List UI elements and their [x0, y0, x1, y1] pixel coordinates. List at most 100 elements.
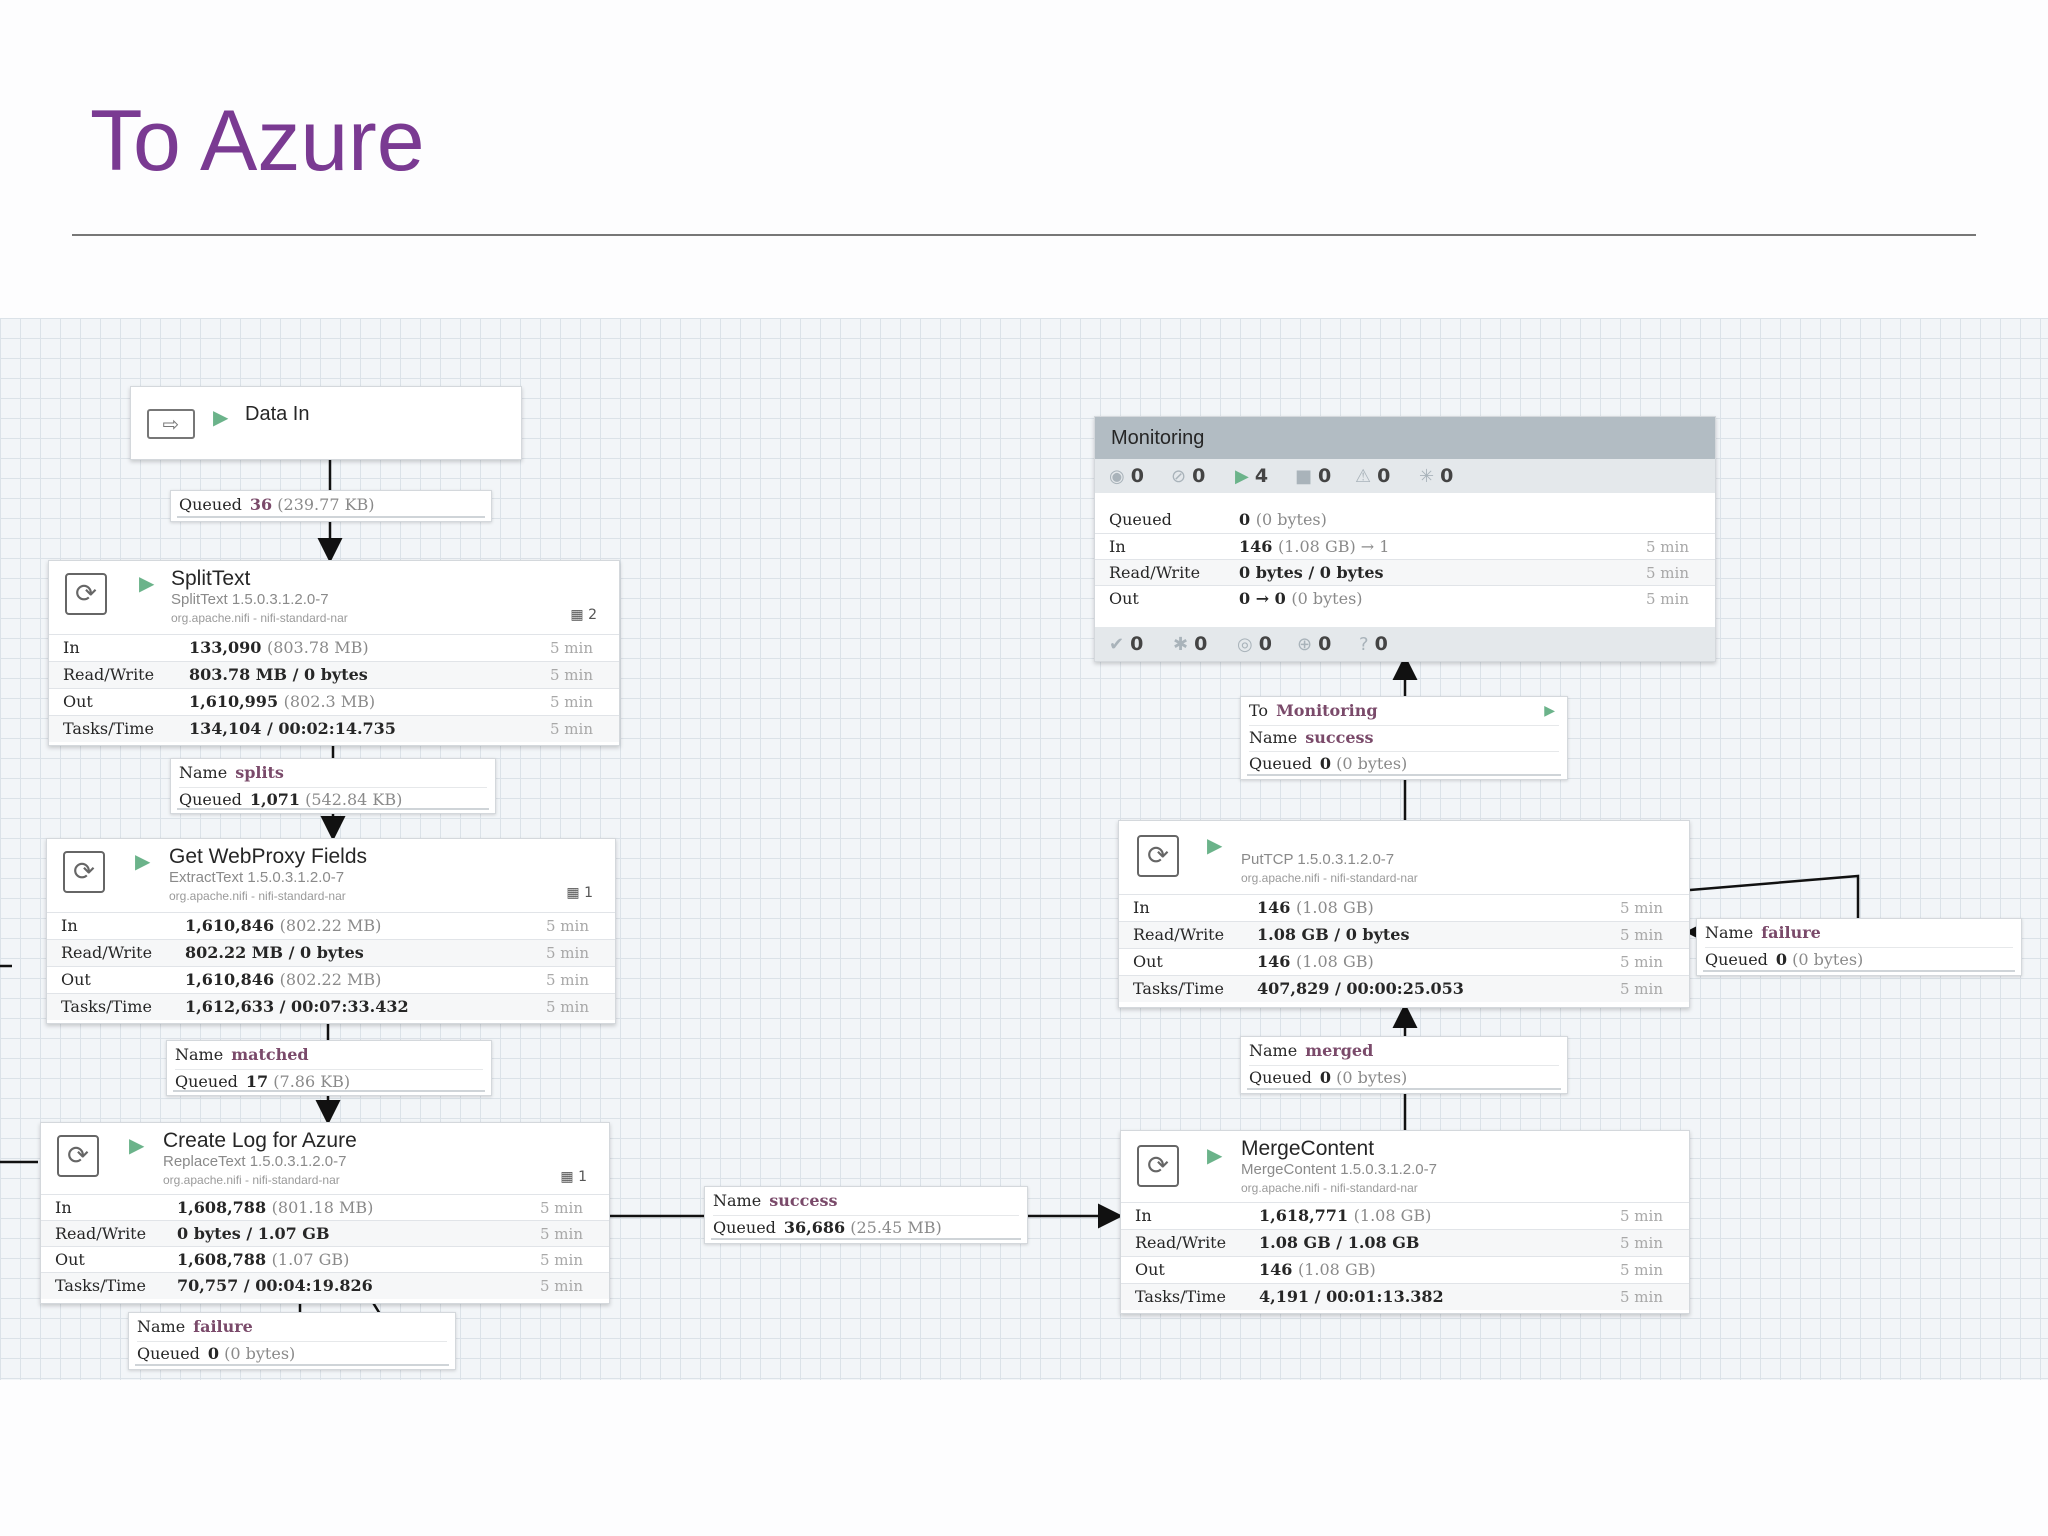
- stale-icon: ◎: [1237, 634, 1253, 655]
- warning-icon: ⚠: [1355, 466, 1372, 487]
- processor-get-webproxy-fields[interactable]: ⟳ ▶ Get WebProxy Fields ExtractText 1.5.…: [46, 838, 616, 1024]
- running-icon: ▶: [1207, 1143, 1223, 1167]
- modified-stale-count: ⊕0: [1297, 633, 1332, 655]
- locally-modified-count: ✱0: [1173, 633, 1208, 655]
- active-tasks: ▦ 1: [566, 885, 593, 901]
- transmitting-count: ◉0: [1109, 465, 1144, 487]
- slide-title: To Azure: [90, 93, 425, 189]
- active-tasks-count: 2: [588, 607, 597, 623]
- running-icon: ▶: [139, 571, 155, 595]
- processor-name: Create Log for Azure: [163, 1129, 357, 1152]
- running-icon: ▶: [135, 849, 151, 873]
- queued-label: Queued: [179, 495, 242, 514]
- running-icon: ▶: [1235, 466, 1249, 487]
- stale-count: ◎0: [1237, 633, 1272, 655]
- disabled-icon: ✳: [1419, 466, 1435, 487]
- processor-type: ReplaceText 1.5.0.3.1.2.0-7: [163, 1153, 347, 1170]
- process-group-name: Monitoring: [1111, 427, 1205, 449]
- process-group-header: Monitoring: [1095, 417, 1715, 459]
- processor-bundle: org.apache.nifi - nifi-standard-nar: [169, 889, 346, 903]
- disabled-count: ✳0: [1419, 465, 1454, 487]
- processor-bundle: org.apache.nifi - nifi-standard-nar: [171, 611, 348, 625]
- asterisk-icon: ✱: [1173, 634, 1189, 655]
- active-tasks: ▦ 2: [570, 607, 597, 623]
- processor-icon: ⟳: [65, 573, 107, 615]
- process-group-version-bar: ✔0 ✱0 ◎0 ⊕0 ?0: [1095, 627, 1715, 661]
- check-icon: ✔: [1109, 634, 1125, 655]
- running-icon: ▶: [213, 405, 229, 429]
- stopped-icon: ■: [1295, 466, 1313, 487]
- active-tasks-icon: ▦: [566, 885, 580, 901]
- processor-puttcp[interactable]: ⟳ ▶ PutTCP 1.5.0.3.1.2.0-7 org.apache.ni…: [1118, 820, 1690, 1008]
- processor-type: SplitText 1.5.0.3.1.2.0-7: [171, 591, 329, 608]
- processor-bundle: org.apache.nifi - nifi-standard-nar: [163, 1173, 340, 1187]
- processor-name: SplitText: [171, 567, 251, 590]
- question-icon: ?: [1359, 634, 1369, 655]
- process-group-status-bar: ◉0 ⊘0 ▶4 ■0 ⚠0 ✳0: [1095, 459, 1715, 493]
- sync-failure-count: ?0: [1359, 633, 1388, 655]
- input-port-icon: ⇨: [147, 409, 195, 439]
- queued-size: (239.77 KB): [277, 495, 375, 514]
- alert-icon: ⊕: [1297, 634, 1313, 655]
- not-transmitting-icon: ⊘: [1171, 466, 1187, 487]
- processor-create-log-for-azure[interactable]: ⟳ ▶ Create Log for Azure ReplaceText 1.5…: [40, 1122, 610, 1304]
- processor-splittext[interactable]: ⟳ ▶ SplitText SplitText 1.5.0.3.1.2.0-7 …: [48, 560, 620, 746]
- processor-bundle: org.apache.nifi - nifi-standard-nar: [1241, 871, 1418, 885]
- flow-canvas[interactable]: ⇨ ▶ Data In Queued 36 (239.77 KB) ⟳ ▶ Spl…: [0, 318, 2048, 1380]
- processor-type: PutTCP 1.5.0.3.1.2.0-7: [1241, 851, 1395, 868]
- active-tasks-icon: ▦: [570, 607, 584, 623]
- queued-value: 36: [249, 495, 273, 514]
- processor-mergecontent[interactable]: ⟳ ▶ MergeContent MergeContent 1.5.0.3.1.…: [1120, 1130, 1690, 1314]
- port-name: Data In: [245, 403, 310, 425]
- processor-icon: ⟳: [1137, 835, 1179, 877]
- not-transmitting-count: ⊘0: [1171, 465, 1206, 487]
- processor-name: MergeContent: [1241, 1137, 1375, 1160]
- transmitting-icon: ◉: [1109, 466, 1125, 487]
- running-count: ▶4: [1235, 465, 1269, 487]
- stopped-count: ■0: [1295, 465, 1332, 487]
- active-tasks-count: 1: [584, 885, 593, 901]
- processor-icon: ⟳: [63, 851, 105, 893]
- processor-bundle: org.apache.nifi - nifi-standard-nar: [1241, 1181, 1418, 1195]
- running-icon: ▶: [1544, 703, 1555, 719]
- processor-icon: ⟳: [57, 1135, 99, 1177]
- processor-type: MergeContent 1.5.0.3.1.2.0-7: [1241, 1161, 1437, 1178]
- connection-label-data-in[interactable]: Queued 36 (239.77 KB): [170, 490, 492, 522]
- title-divider: [72, 234, 1976, 236]
- running-icon: ▶: [1207, 833, 1223, 857]
- active-tasks-count: 1: [578, 1169, 587, 1185]
- active-tasks: ▦ 1: [560, 1169, 587, 1185]
- input-port-data-in[interactable]: ⇨ ▶ Data In: [130, 386, 522, 460]
- processor-type: ExtractText 1.5.0.3.1.2.0-7: [169, 869, 345, 886]
- up-to-date-count: ✔0: [1109, 633, 1144, 655]
